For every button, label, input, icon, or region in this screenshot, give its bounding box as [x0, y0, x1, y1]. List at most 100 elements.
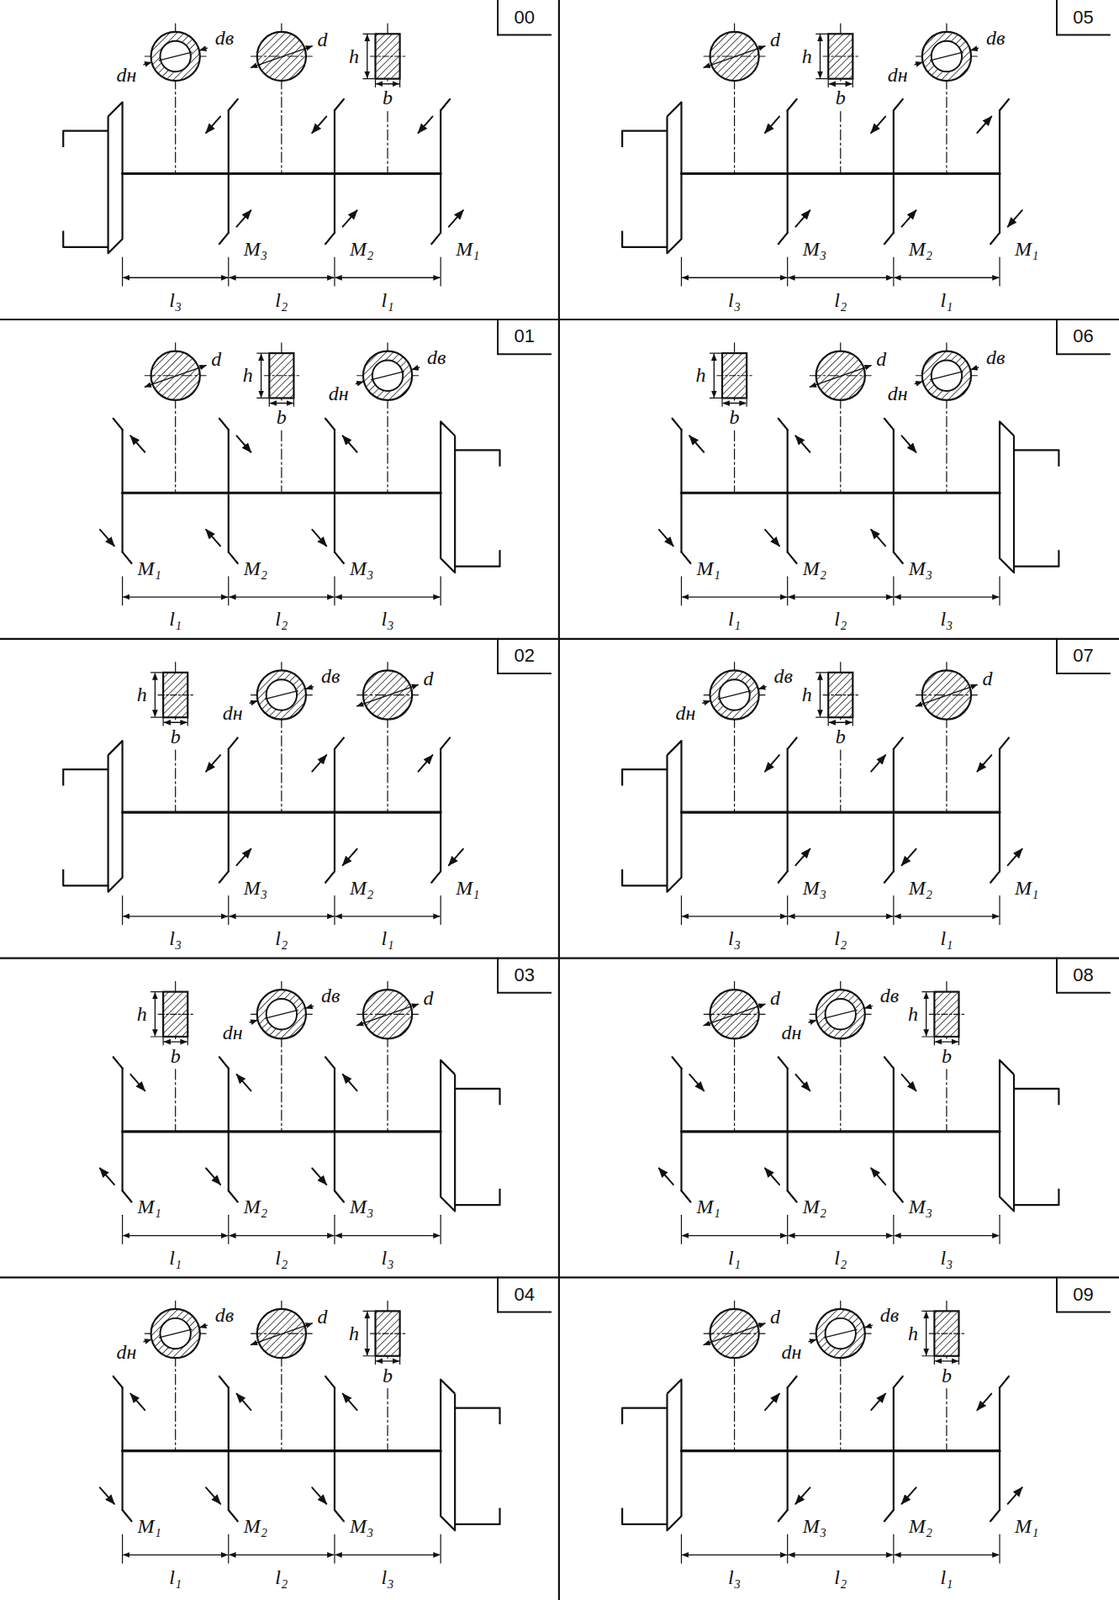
extension-line [187, 1037, 189, 1045]
dimension-line [229, 1554, 334, 1556]
torque-line [439, 110, 442, 233]
torque-flag [228, 552, 238, 564]
extension-line [958, 1037, 960, 1045]
section-dimension: d [769, 1306, 782, 1327]
length-label: l₃ [380, 1567, 396, 1588]
torque-flag [990, 870, 1000, 882]
torque-flag [334, 1509, 344, 1521]
torque-flag [334, 1190, 344, 1202]
diameter-leader [158, 52, 192, 61]
extension-line [816, 717, 828, 718]
length-label: l₁ [939, 1567, 954, 1588]
variant-number: 02 [512, 646, 535, 666]
extension-line [440, 896, 442, 925]
torque-flag [884, 1509, 894, 1521]
torque-arrow [795, 435, 810, 452]
extension-line [163, 1037, 164, 1045]
torque-arrow [130, 1074, 145, 1091]
section-dimension: dв [214, 27, 235, 48]
torque-flag [219, 232, 229, 244]
torque-flag [778, 870, 788, 882]
torque-line [227, 1068, 230, 1192]
torque-arrow [100, 1487, 115, 1504]
torque-flag [325, 1056, 335, 1068]
section-dimension: h [907, 1003, 919, 1024]
center-line [839, 749, 841, 813]
diameter-leader [143, 62, 151, 64]
dimension-line [229, 277, 334, 279]
dimension-line [123, 596, 228, 597]
clamp-support [622, 869, 667, 886]
torque-arrow [765, 1393, 780, 1410]
diameter-leader [357, 1003, 419, 1025]
hollow-section [151, 31, 201, 81]
torque-label: M₃ [348, 558, 375, 579]
torque-flag [778, 418, 788, 430]
torque-arrow [311, 529, 327, 546]
clamp-support [454, 1088, 500, 1105]
section-dimension: b [169, 726, 182, 747]
clamp-support [622, 230, 667, 247]
sheet-divider [0, 318, 1119, 321]
section-dimension: dв [985, 27, 1006, 48]
diameter-leader [355, 381, 363, 384]
center-line [369, 55, 405, 57]
variant-scheme [100, 1277, 551, 1563]
dimension-line [788, 1235, 893, 1236]
dimension-line [935, 1360, 959, 1362]
sheet-divider [0, 956, 1119, 959]
extension-line [998, 576, 1000, 606]
extension-line [922, 991, 934, 993]
dimension-line [366, 35, 368, 79]
length-label: l₁ [727, 608, 742, 629]
dimension-line [335, 1235, 440, 1236]
torque-label: M₃ [242, 877, 269, 898]
torque-flag [990, 1509, 1000, 1521]
diameter-leader [914, 381, 922, 384]
extension-line [363, 33, 375, 35]
torque-flag [122, 552, 132, 564]
length-label: l₁ [168, 1567, 183, 1588]
torque-label: M₂ [348, 238, 375, 259]
section-dimension: b [275, 406, 288, 428]
torque-flag [325, 1376, 335, 1388]
torque-label: M₃ [348, 1196, 375, 1217]
clamp-support [63, 230, 108, 247]
dimension-line [682, 1235, 787, 1236]
number-bracket [496, 0, 499, 35]
length-label: l₂ [833, 1567, 848, 1588]
length-label: l₁ [939, 290, 954, 311]
section-dimension: b [940, 1045, 953, 1067]
dimension-line [335, 915, 440, 917]
torque-flag [219, 418, 229, 430]
torque-line [227, 429, 230, 553]
torque-flag [990, 232, 1000, 244]
torque-arrow [236, 849, 251, 866]
torque-flag [884, 870, 894, 882]
length-label: l₃ [727, 928, 742, 949]
extension-line [187, 717, 189, 725]
section-dimension: dв [985, 347, 1006, 368]
torque-label: M₂ [242, 1515, 269, 1536]
dimension-line [335, 1554, 440, 1556]
extension-line [151, 1035, 163, 1037]
clamp-support [454, 549, 500, 566]
clamp-support [1013, 1088, 1059, 1105]
extension-line [998, 1534, 1000, 1563]
torque-flag [122, 1509, 132, 1521]
number-bracket [496, 319, 499, 354]
extension-line [680, 1214, 682, 1244]
center-line [717, 374, 752, 376]
torque-line [892, 110, 895, 233]
torque-arrow [870, 529, 886, 546]
diameter-leader [411, 367, 419, 370]
extension-line [363, 1355, 375, 1357]
torque-line [998, 1387, 1001, 1510]
torque-label: M₁ [137, 1196, 163, 1217]
dimension-line [376, 1360, 400, 1362]
dimension-line [682, 1554, 787, 1556]
torque-arrow [343, 210, 358, 227]
